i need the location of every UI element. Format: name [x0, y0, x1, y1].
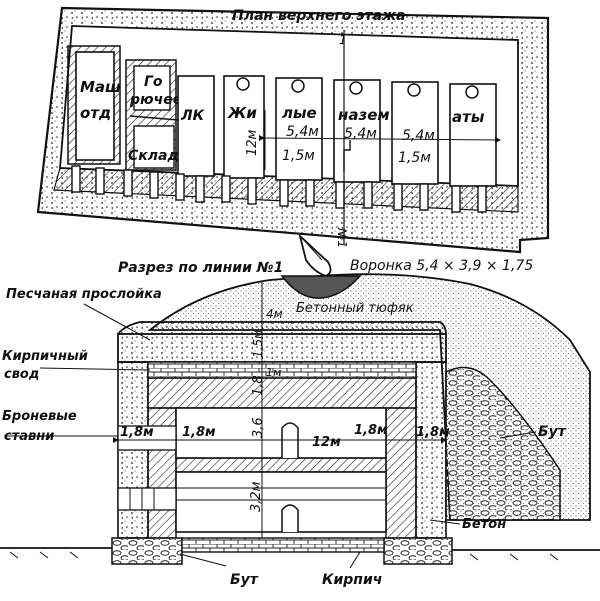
rubble-right-label: Бут — [538, 424, 567, 440]
machine-room-label-1: Маш — [80, 78, 121, 96]
vent-icon — [236, 77, 250, 91]
vent-icon — [291, 79, 305, 93]
plan-title: План верхнего этажа — [232, 8, 406, 24]
brick-vault-layer — [147, 361, 417, 379]
plan-dim-corridor-b: 1,5м — [398, 150, 431, 166]
brick-vault-label-2: свод — [4, 367, 39, 382]
section-view: 4м 1,5м 1м 1,8 3,6 3,2м 1,8м 1,8м 12м 1,… — [0, 258, 600, 588]
vent-icon — [349, 81, 363, 95]
foundation-center — [181, 537, 385, 553]
brick-label: Кирпич — [322, 572, 382, 588]
plan-room-machine: Маш отд — [67, 45, 121, 165]
plan-living-rooms: ЛК Жи лые назем аты 12м 5,4м 5,4м 5,4м — [177, 75, 501, 187]
dim-wall-left-outer: 1,8м — [120, 425, 154, 440]
lk-label: ЛК — [180, 108, 205, 124]
dim-height-lower: 3,2м — [249, 481, 264, 512]
section-mark-top: 1 — [339, 33, 347, 47]
dim-vault: 1,8 — [251, 375, 266, 396]
section-title: Разрез по линии №1 — [118, 260, 283, 276]
plan-dim-corridor-a: 1,5м — [282, 148, 315, 164]
plan-dim-width-a: 5,4м — [286, 124, 319, 140]
ground-line — [0, 547, 600, 551]
fuel-label-1: Го — [144, 74, 163, 90]
plan-dim-width-c: 5,4м — [402, 128, 435, 144]
vent-icon — [407, 83, 421, 97]
bomb-icon — [298, 233, 332, 277]
rubble-bottom-label: Бут — [230, 572, 259, 588]
machine-room-label-2: отд — [80, 104, 111, 122]
vent-icon — [465, 85, 479, 99]
shutters-label-2: ставни — [4, 429, 54, 444]
living-label-4: аты — [452, 108, 485, 126]
right-outer-wall — [415, 361, 447, 539]
dim-wall-right-outer: 1,8м — [416, 425, 450, 440]
dim-layer-1m: 1м — [266, 366, 281, 379]
crater — [280, 275, 362, 299]
hatched-wall-right — [385, 407, 417, 539]
plan-dim-width-b: 5,4м — [344, 126, 377, 142]
hatched-mass-top — [147, 377, 417, 409]
plan-room-fuel: Го рючее Склад — [125, 59, 182, 171]
foundation-right — [383, 537, 453, 565]
living-label-2: лые — [282, 104, 317, 122]
fuel-label-2: рючее — [129, 92, 182, 108]
shutters-label-1: Броневые — [2, 409, 77, 424]
concrete-mattress — [117, 333, 447, 363]
dim-height-upper: 3,6 — [251, 417, 266, 438]
storage-label: Склад — [128, 148, 179, 164]
lower-room — [175, 471, 387, 533]
dim-wall-left-inner: 1,8м — [182, 425, 216, 440]
sand-layer-label: Песчаная прослойка — [6, 287, 162, 302]
dim-span: 12м — [312, 435, 341, 450]
plan-view: Маш отд Го рючее Склад ЛК — [36, 6, 550, 254]
dim-mattress: 1,5м — [251, 330, 265, 358]
concrete-mattress-label: Бетонный тюфяк — [296, 301, 414, 316]
crater-label: Воронка 5,4 × 3,9 × 1,75 — [350, 258, 533, 274]
dim-wall-right-inner: 1,8м — [354, 423, 388, 438]
brick-vault-label-1: Кирпичный — [2, 349, 88, 364]
upper-room — [175, 407, 387, 459]
lower-door — [281, 504, 299, 532]
foundation-left — [111, 537, 183, 565]
section-mark-bottom: №1 — [335, 227, 349, 248]
concrete-label: Бетон — [462, 517, 506, 532]
living-label-3: назем — [338, 106, 390, 124]
plan-dim-room-length: 12м — [245, 129, 260, 156]
rubble-slope — [445, 366, 561, 521]
dim-earth-depth: 4м — [266, 307, 283, 321]
hatched-floor-slab — [175, 457, 387, 473]
plan-entrances — [71, 165, 487, 213]
living-label-1: Жи — [227, 104, 257, 122]
